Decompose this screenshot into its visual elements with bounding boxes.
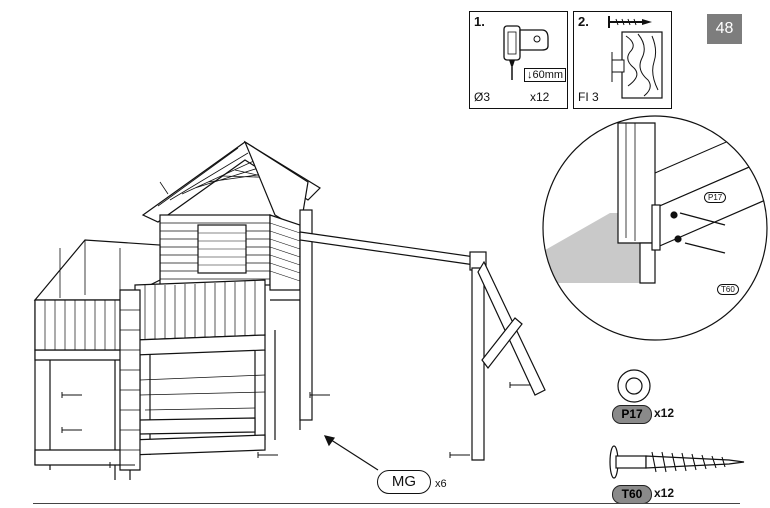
part-p17-code: P17: [612, 405, 652, 424]
wood-grain-illustration: [611, 31, 663, 99]
step1-depth: ↓60mm: [524, 68, 567, 82]
step2-number: 2.: [578, 14, 589, 29]
drill-icon: [503, 25, 549, 80]
part-p17-qty: x12: [654, 406, 675, 420]
detail-circle-illustration: [542, 115, 768, 341]
mg-qty: x6: [435, 478, 447, 490]
screw-icon: [608, 16, 652, 28]
step2-box: 2. FI 3: [573, 11, 672, 109]
detail-label-p17: P17: [704, 192, 727, 203]
page-number: 48: [707, 14, 742, 44]
step1-box: 1. ↓60mm Ø3 x12: [469, 11, 568, 109]
washer-icon: [617, 369, 651, 403]
step2-label: FI 3: [578, 90, 599, 104]
bottom-divider: [33, 503, 740, 504]
detail-label-t60: T60: [717, 284, 739, 295]
part-t60-code: T60: [612, 485, 652, 504]
part-t60-qty: x12: [654, 486, 675, 500]
wood-screw-icon: [609, 445, 745, 479]
step1-number: 1.: [474, 14, 485, 29]
step1-count: x12: [530, 90, 550, 104]
step1-diameter: Ø3: [474, 90, 491, 104]
mg-callout: MG: [377, 470, 431, 494]
